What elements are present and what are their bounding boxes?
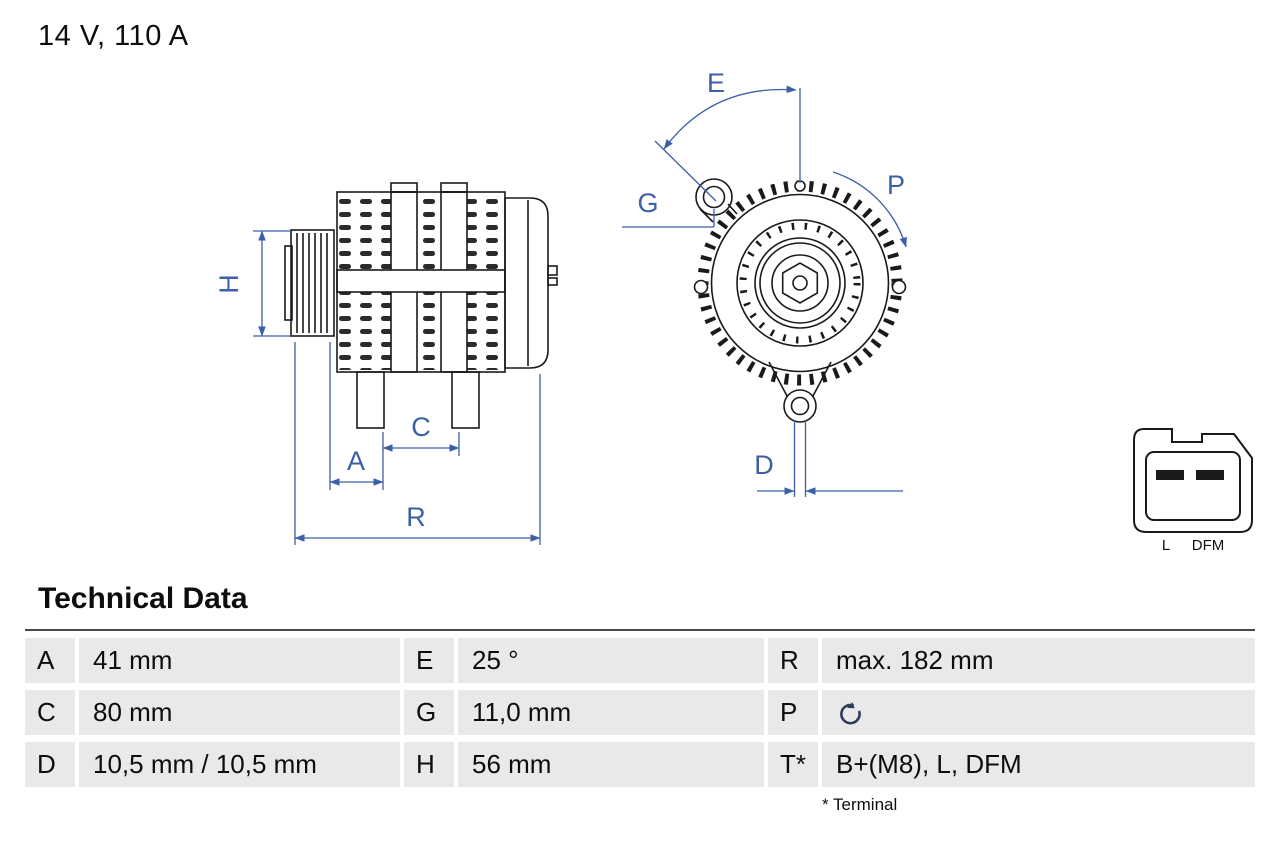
spec-key-r: R: [768, 638, 818, 683]
spec-value-a: 41 mm: [79, 638, 400, 683]
dimension-label-r: R: [406, 502, 426, 532]
spec-value-t: B+(M8), L, DFM: [822, 742, 1255, 787]
front-view-drawing: [693, 178, 907, 423]
spec-value-h: 56 mm: [458, 742, 764, 787]
spec-value-d: 10,5 mm / 10,5 mm: [79, 742, 400, 787]
technical-data-heading: Technical Data: [38, 582, 248, 615]
connector-diagram: [1133, 428, 1253, 533]
dimension-label-g: G: [637, 188, 658, 218]
spec-key-t: T*: [768, 742, 818, 787]
spec-value-p: [822, 690, 1255, 735]
side-view-dimensions: [253, 230, 541, 545]
connector-pin-label-dfm: DFM: [1192, 537, 1225, 554]
dimension-label-p: P: [887, 170, 905, 200]
dimension-label-d: D: [754, 450, 774, 480]
spec-key-p: P: [768, 690, 818, 735]
spec-value-r: max. 182 mm: [822, 638, 1255, 683]
terminal-footnote: * Terminal: [822, 795, 898, 814]
rating-label: 14 V, 110 A: [38, 20, 189, 52]
dimension-label-h: H: [214, 274, 244, 294]
front-view-dimensions: [622, 85, 907, 497]
spec-key-c: C: [25, 690, 75, 735]
spec-value-e: 25 °: [458, 638, 764, 683]
spec-key-a: A: [25, 638, 75, 683]
dimension-label-c: C: [411, 412, 431, 442]
side-view-drawing: [284, 182, 558, 429]
technical-data-table: A 41 mm E 25 ° R max. 182 mm C 80 mm G 1…: [25, 629, 1255, 815]
spec-key-h: H: [404, 742, 454, 787]
dimension-label-e: E: [707, 68, 725, 98]
spec-key-e: E: [404, 638, 454, 683]
spec-key-g: G: [404, 690, 454, 735]
spec-value-c: 80 mm: [79, 690, 400, 735]
alternator-technical-drawing: H A C R: [214, 68, 1253, 554]
rotation-ccw-icon: [840, 701, 861, 724]
dimension-label-a: A: [347, 446, 365, 476]
spec-key-d: D: [25, 742, 75, 787]
spec-value-g: 11,0 mm: [458, 690, 764, 735]
connector-pin-label-l: L: [1162, 537, 1170, 554]
